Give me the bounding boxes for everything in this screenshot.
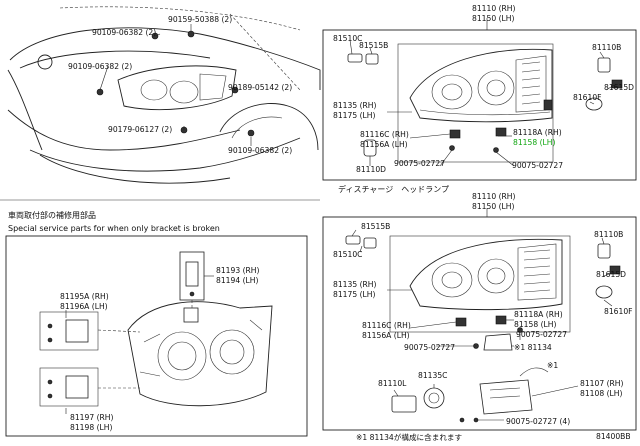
callout2-90075-02727-b: 90075-02727 — [404, 343, 455, 352]
callout2-81116c-rh: 81116C (RH) — [362, 321, 411, 330]
diagram-code: 81400BB — [596, 432, 631, 441]
caption-discharge-headlamp: ディスチャージ ヘッドランプ — [338, 184, 449, 194]
callout2-81107-rh: 81107 (RH) — [580, 379, 624, 388]
callout-90109-06382-a: 90109-06382 (2) — [92, 28, 156, 37]
callout2-81135c: 81135C — [418, 371, 447, 380]
callout-90075-02727-b: 90075-02727 — [512, 161, 563, 170]
callout-81110d: 81110D — [356, 165, 386, 174]
callout2-90075-02727-4: 90075-02727 (4) — [506, 417, 570, 426]
callout2-81158-lh: 81158 (LH) — [514, 320, 556, 329]
callout2-81515b: 81515B — [361, 222, 390, 231]
header2-81150-lh: 81150 (LH) — [472, 202, 514, 211]
callout2-81156a-lh: 81156A (LH) — [362, 331, 410, 340]
callout-81135-rh: 81135 (RH) — [333, 101, 377, 110]
callout2-81108-lh: 81108 (LH) — [580, 389, 622, 398]
callout2-90075-02727-a: 90075-02727 — [516, 330, 567, 339]
callout-81510c: 81510C — [333, 34, 362, 43]
callout-81610f: 81610F — [573, 93, 602, 102]
callout-81194-lh: 81194 (LH) — [216, 276, 258, 285]
service-parts-title-en: Special service parts for when only brac… — [8, 224, 220, 233]
service-parts-title-jp: 車両取付部の補修用部品 — [8, 210, 96, 220]
bottom-left-panel: 車両取付部の補修用部品 Special service parts for wh… — [5, 210, 308, 437]
top-right-panel — [322, 18, 637, 181]
callout2-81118a-rh: 81118A (RH) — [514, 310, 563, 319]
callout-81110b: 81110B — [592, 43, 621, 52]
top-right-callouts: 81110 (RH) 81150 (LH) 81510C 81515B 8111… — [333, 4, 634, 194]
footnote-81134-included: ※1 81134が構成に含まれます — [356, 432, 463, 442]
top-left-callouts: 90159-50388 (2) 90109-06382 (2) 90109-06… — [68, 15, 292, 155]
callout-81118a-rh: 81118A (RH) — [513, 128, 562, 137]
bottom-right-callouts: 81110 (RH) 81150 (LH) 81515B 81510C 8111… — [333, 192, 633, 442]
callout-81515b: 81515B — [359, 41, 388, 50]
callout-90075-02727-a: 90075-02727 — [394, 159, 445, 168]
callout2-81110b: 81110B — [594, 230, 623, 239]
callout2-81110l: 81110L — [378, 379, 407, 388]
callout2-81175-lh: 81175 (LH) — [333, 290, 375, 299]
vehicle-front-view — [7, 6, 321, 184]
callout-90179-06127: 90179-06127 (2) — [108, 125, 172, 134]
header-81110-rh: 81110 (RH) — [472, 4, 516, 13]
callout-81196a-lh: 81196A (LH) — [60, 302, 108, 311]
bottom-right-panel — [322, 208, 637, 431]
header2-81110-rh: 81110 (RH) — [472, 192, 516, 201]
callout-81175-lh: 81175 (LH) — [333, 111, 375, 120]
callout-81197-rh: 81197 (RH) — [70, 413, 114, 422]
callout-90109-06382-b: 90109-06382 (2) — [68, 62, 132, 71]
callout-81615d: 81615D — [604, 83, 634, 92]
callout2-81135-rh: 81135 (RH) — [333, 280, 377, 289]
header-81150-lh: 81150 (LH) — [472, 14, 514, 23]
callout-81156a-lh: 81156A (LH) — [360, 140, 408, 149]
callout-90159-50388: 90159-50388 (2) — [168, 15, 232, 24]
callout2-81615d: 81615D — [596, 270, 626, 279]
callout2-81510c: 81510C — [333, 250, 362, 259]
callout-90189-05142: 90189-05142 (2) — [228, 83, 292, 92]
callout-81198-lh: 81198 (LH) — [70, 423, 112, 432]
callout2-note-marker: ※1 — [547, 361, 558, 370]
callout-90109-06382-c: 90109-06382 (2) — [228, 146, 292, 155]
bottom-left-callouts: 81193 (RH) 81194 (LH) 81195A (RH) 81196A… — [60, 266, 260, 432]
callout-81193-rh: 81193 (RH) — [216, 266, 260, 275]
callout-81195a-rh: 81195A (RH) — [60, 292, 109, 301]
callout-81158-lh-highlighted: 81158 (LH) — [513, 138, 555, 147]
callout2-81610f: 81610F — [604, 307, 633, 316]
callout-81116c-rh: 81116C (RH) — [360, 130, 409, 139]
callout2-81134: ※1 81134 — [514, 343, 552, 352]
